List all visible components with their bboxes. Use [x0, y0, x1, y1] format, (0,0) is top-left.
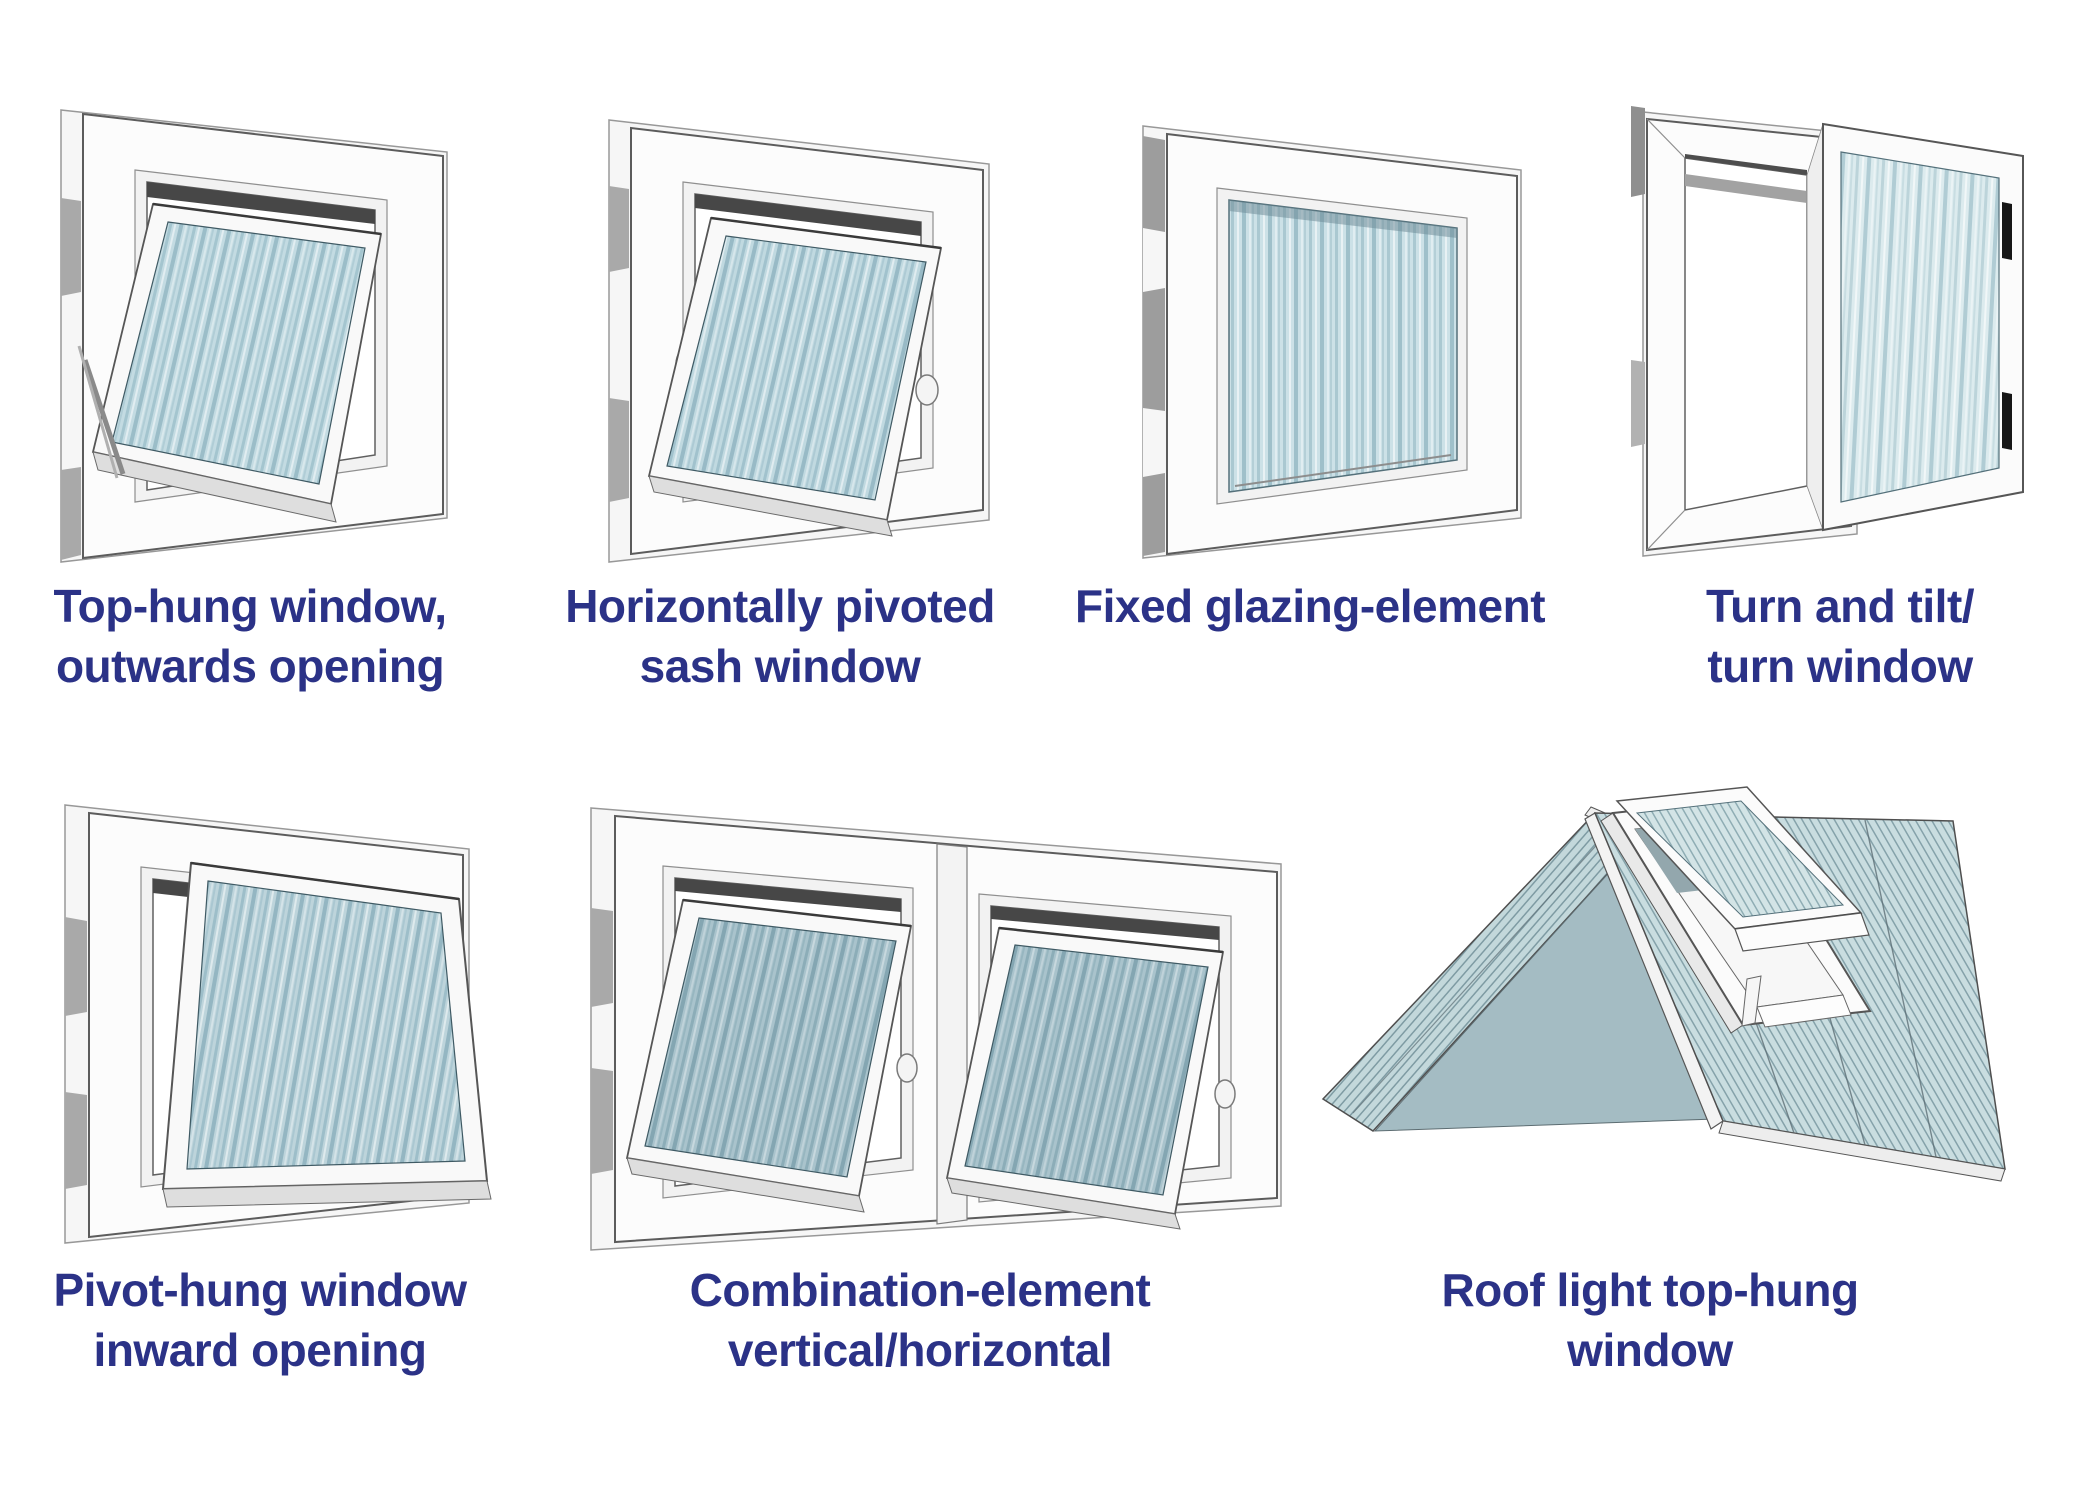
combination-element-icon	[590, 807, 1282, 1251]
caption-combination-element: Combination-element vertical/horizontal	[550, 1260, 1290, 1380]
caption-line: vertical/horizontal	[727, 1324, 1113, 1376]
turn-and-tilt-window-icon	[1631, 106, 2024, 557]
caption-line: turn window	[1707, 640, 1973, 692]
sash-tilted-outwards	[77, 202, 383, 523]
caption-fixed-glazing: Fixed glazing-element	[1075, 576, 1546, 636]
glass-pane	[111, 221, 366, 485]
glass-pane	[964, 944, 1209, 1196]
caption-top-hung-window: Top-hung window, outwards opening	[15, 576, 485, 696]
sash-left	[625, 898, 913, 1213]
caption-line: Combination-element	[689, 1264, 1151, 1316]
sash-right	[945, 926, 1225, 1230]
fixed-glazing-element-icon	[1142, 125, 1522, 559]
figure-turn-and-tilt-window: Turn and tilt/ turn window	[1605, 50, 2075, 740]
figure-fixed-glazing: Fixed glazing-element	[1075, 50, 1546, 740]
caption-line: sash window	[639, 640, 921, 692]
figure-roof-light: Roof light top-hung window	[1280, 780, 2020, 1440]
caption-line: Turn and tilt/	[1705, 580, 1975, 632]
horizontally-pivoted-sash-window-icon	[608, 119, 990, 563]
roof-light-top-hung-window-icon	[1321, 786, 2006, 1182]
caption-line: window	[1567, 1324, 1733, 1376]
glass-pane	[1228, 199, 1458, 493]
figure-horizontally-pivoted-window: Horizontally pivoted sash window	[545, 50, 1015, 740]
glass-pane	[186, 880, 466, 1170]
top-hung-window-icon	[60, 109, 448, 563]
glass-pane	[644, 917, 897, 1178]
caption-roof-light: Roof light top-hung window	[1280, 1260, 2020, 1380]
caption-line: inward opening	[93, 1324, 427, 1376]
roof-window	[1600, 786, 1872, 1034]
hinge-top	[2002, 202, 2012, 260]
caption-line: Fixed glazing-element	[1075, 580, 1546, 632]
pivot-hung-window-icon	[64, 804, 492, 1244]
sash-pivoted	[647, 216, 943, 537]
caption-line: Horizontally pivoted	[565, 580, 995, 632]
caption-turn-and-tilt: Turn and tilt/ turn window	[1605, 576, 2075, 696]
glass-pane	[666, 235, 927, 501]
caption-line: Top-hung window,	[53, 580, 447, 632]
support-strut	[1741, 975, 1762, 1027]
caption-line: Roof light top-hung	[1441, 1264, 1859, 1316]
figure-combination-element: Combination-element vertical/horizontal	[550, 760, 1290, 1420]
glass-pane	[1635, 800, 1845, 918]
figure-pivot-hung-window: Pivot-hung window inward opening	[20, 755, 500, 1415]
stay-arm	[82, 359, 126, 475]
sash-tilted-inwards	[161, 861, 492, 1208]
caption-horizontally-pivoted: Horizontally pivoted sash window	[545, 576, 1015, 696]
fixed-glass	[1228, 199, 1458, 493]
figure-top-hung-window: Top-hung window, outwards opening	[15, 50, 485, 740]
sash-swung-open	[1806, 122, 2024, 532]
caption-pivot-hung: Pivot-hung window inward opening	[20, 1260, 500, 1380]
caption-line: outwards opening	[55, 640, 445, 692]
glass-pane	[1840, 151, 2000, 503]
hinge-bottom	[2002, 392, 2012, 450]
window-frame	[1631, 106, 1858, 557]
caption-line: Pivot-hung window	[53, 1264, 467, 1316]
